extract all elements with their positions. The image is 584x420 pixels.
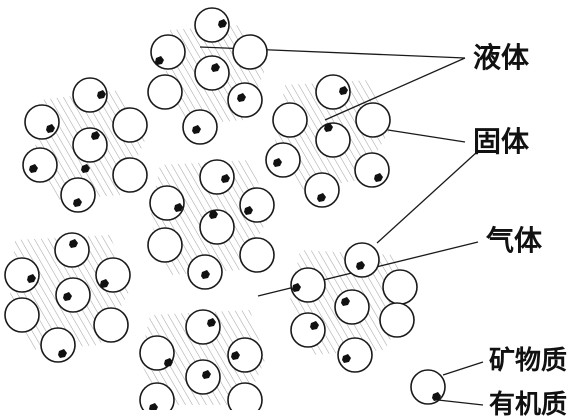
- mineral-particle: [382, 269, 418, 305]
- organic-blob: [46, 124, 55, 133]
- mineral-particle: [304, 172, 340, 208]
- organic-blob: [202, 370, 211, 379]
- organic-blob: [231, 351, 240, 360]
- mineral-particle: [344, 242, 380, 278]
- organic-blob: [164, 358, 173, 367]
- organic-blob: [192, 125, 201, 134]
- mineral-particle: [147, 227, 183, 263]
- organic-blob: [29, 164, 38, 173]
- organic-blob: [27, 274, 36, 283]
- organic-blob: [97, 90, 106, 99]
- mineral-particle: [112, 157, 148, 193]
- mineral-particle: [227, 382, 263, 410]
- label-organic: 有机质: [489, 390, 568, 420]
- mineral-particle: [315, 122, 351, 158]
- organic-blob: [207, 318, 216, 327]
- organic-blob: [310, 321, 319, 330]
- organic-blob: [432, 392, 441, 401]
- label-solid: 固体: [473, 125, 530, 158]
- legend-mineral-particle: [410, 369, 446, 405]
- organic-matter: [27, 19, 441, 410]
- organic-blob: [91, 131, 100, 140]
- organic-blob: [211, 63, 220, 72]
- mineral-leader-line: [442, 361, 484, 376]
- mineral-particle: [182, 109, 218, 145]
- mineral-particle: [185, 309, 221, 345]
- mineral-particle: [150, 34, 186, 70]
- mineral-particle: [290, 312, 326, 348]
- mineral-particle: [139, 382, 175, 410]
- mineral-particle: [147, 74, 183, 110]
- mineral-particle: [265, 142, 301, 178]
- organic-blob: [221, 174, 230, 183]
- mineral-particle: [4, 257, 40, 293]
- label-gas: 气体: [486, 224, 543, 257]
- organic-blob: [63, 292, 72, 301]
- solid-leader-line: [387, 129, 466, 143]
- organic-blob: [73, 198, 82, 207]
- organic-leader-line: [437, 399, 484, 406]
- mineral-particle: [232, 34, 268, 70]
- organic-blob: [273, 158, 282, 167]
- mineral-particle: [227, 82, 263, 118]
- soil-structure-diagram: [4, 7, 484, 410]
- organic-blob: [374, 173, 383, 182]
- organic-blob: [237, 93, 246, 102]
- organic-blob: [209, 210, 218, 219]
- organic-blob: [317, 193, 326, 202]
- liquid-leader-line: [324, 57, 466, 121]
- organic-blob: [155, 56, 164, 65]
- mineral-particle: [55, 277, 91, 313]
- mineral-particle: [239, 237, 275, 273]
- mineral-particle: [22, 147, 58, 183]
- organic-blob: [218, 19, 227, 28]
- organic-blob: [339, 86, 348, 95]
- mineral-particle: [334, 289, 370, 325]
- mineral-particle: [379, 302, 415, 338]
- mineral-particle: [149, 185, 185, 221]
- organic-blob: [100, 279, 109, 288]
- organic-blob: [341, 297, 350, 306]
- mineral-particle: [199, 209, 235, 245]
- organic-blob: [244, 206, 253, 215]
- organic-blob: [356, 261, 365, 270]
- mineral-particle: [4, 297, 40, 333]
- organic-blob: [342, 354, 351, 363]
- label-liquid: 液体: [473, 41, 530, 74]
- organic-blob: [292, 283, 301, 292]
- mineral-particle: [239, 187, 275, 223]
- mineral-particle: [40, 327, 76, 363]
- mineral-particle: [112, 107, 148, 143]
- mineral-particle: [93, 307, 129, 343]
- mineral-particle: [24, 104, 60, 140]
- mineral-particle: [337, 337, 373, 373]
- mineral-particle: [272, 102, 308, 138]
- mineral-particle: [315, 74, 351, 110]
- mineral-particle: [355, 102, 391, 138]
- solid-leader-line: [376, 151, 478, 244]
- organic-blob: [69, 239, 78, 248]
- mineral-particle: [54, 232, 90, 268]
- mineral-particle: [194, 7, 230, 43]
- mineral-particle: [194, 55, 230, 91]
- organic-blob: [201, 270, 210, 279]
- organic-blob: [58, 349, 67, 358]
- mineral-particle: [354, 152, 390, 188]
- mineral-particle: [95, 257, 131, 293]
- mineral-particle: [72, 77, 108, 113]
- mineral-particle: [72, 127, 108, 163]
- organic-blob: [324, 123, 333, 132]
- label-mineral: 矿物质: [489, 346, 568, 376]
- organic-blob: [174, 203, 183, 212]
- liquid-film: [140, 310, 265, 405]
- mineral-particle: [227, 337, 263, 373]
- mineral-particle: [60, 177, 96, 213]
- organic-blob: [81, 164, 90, 173]
- mineral-particle: [199, 159, 235, 195]
- organic-blob: [149, 403, 158, 410]
- mineral-particle: [290, 267, 326, 303]
